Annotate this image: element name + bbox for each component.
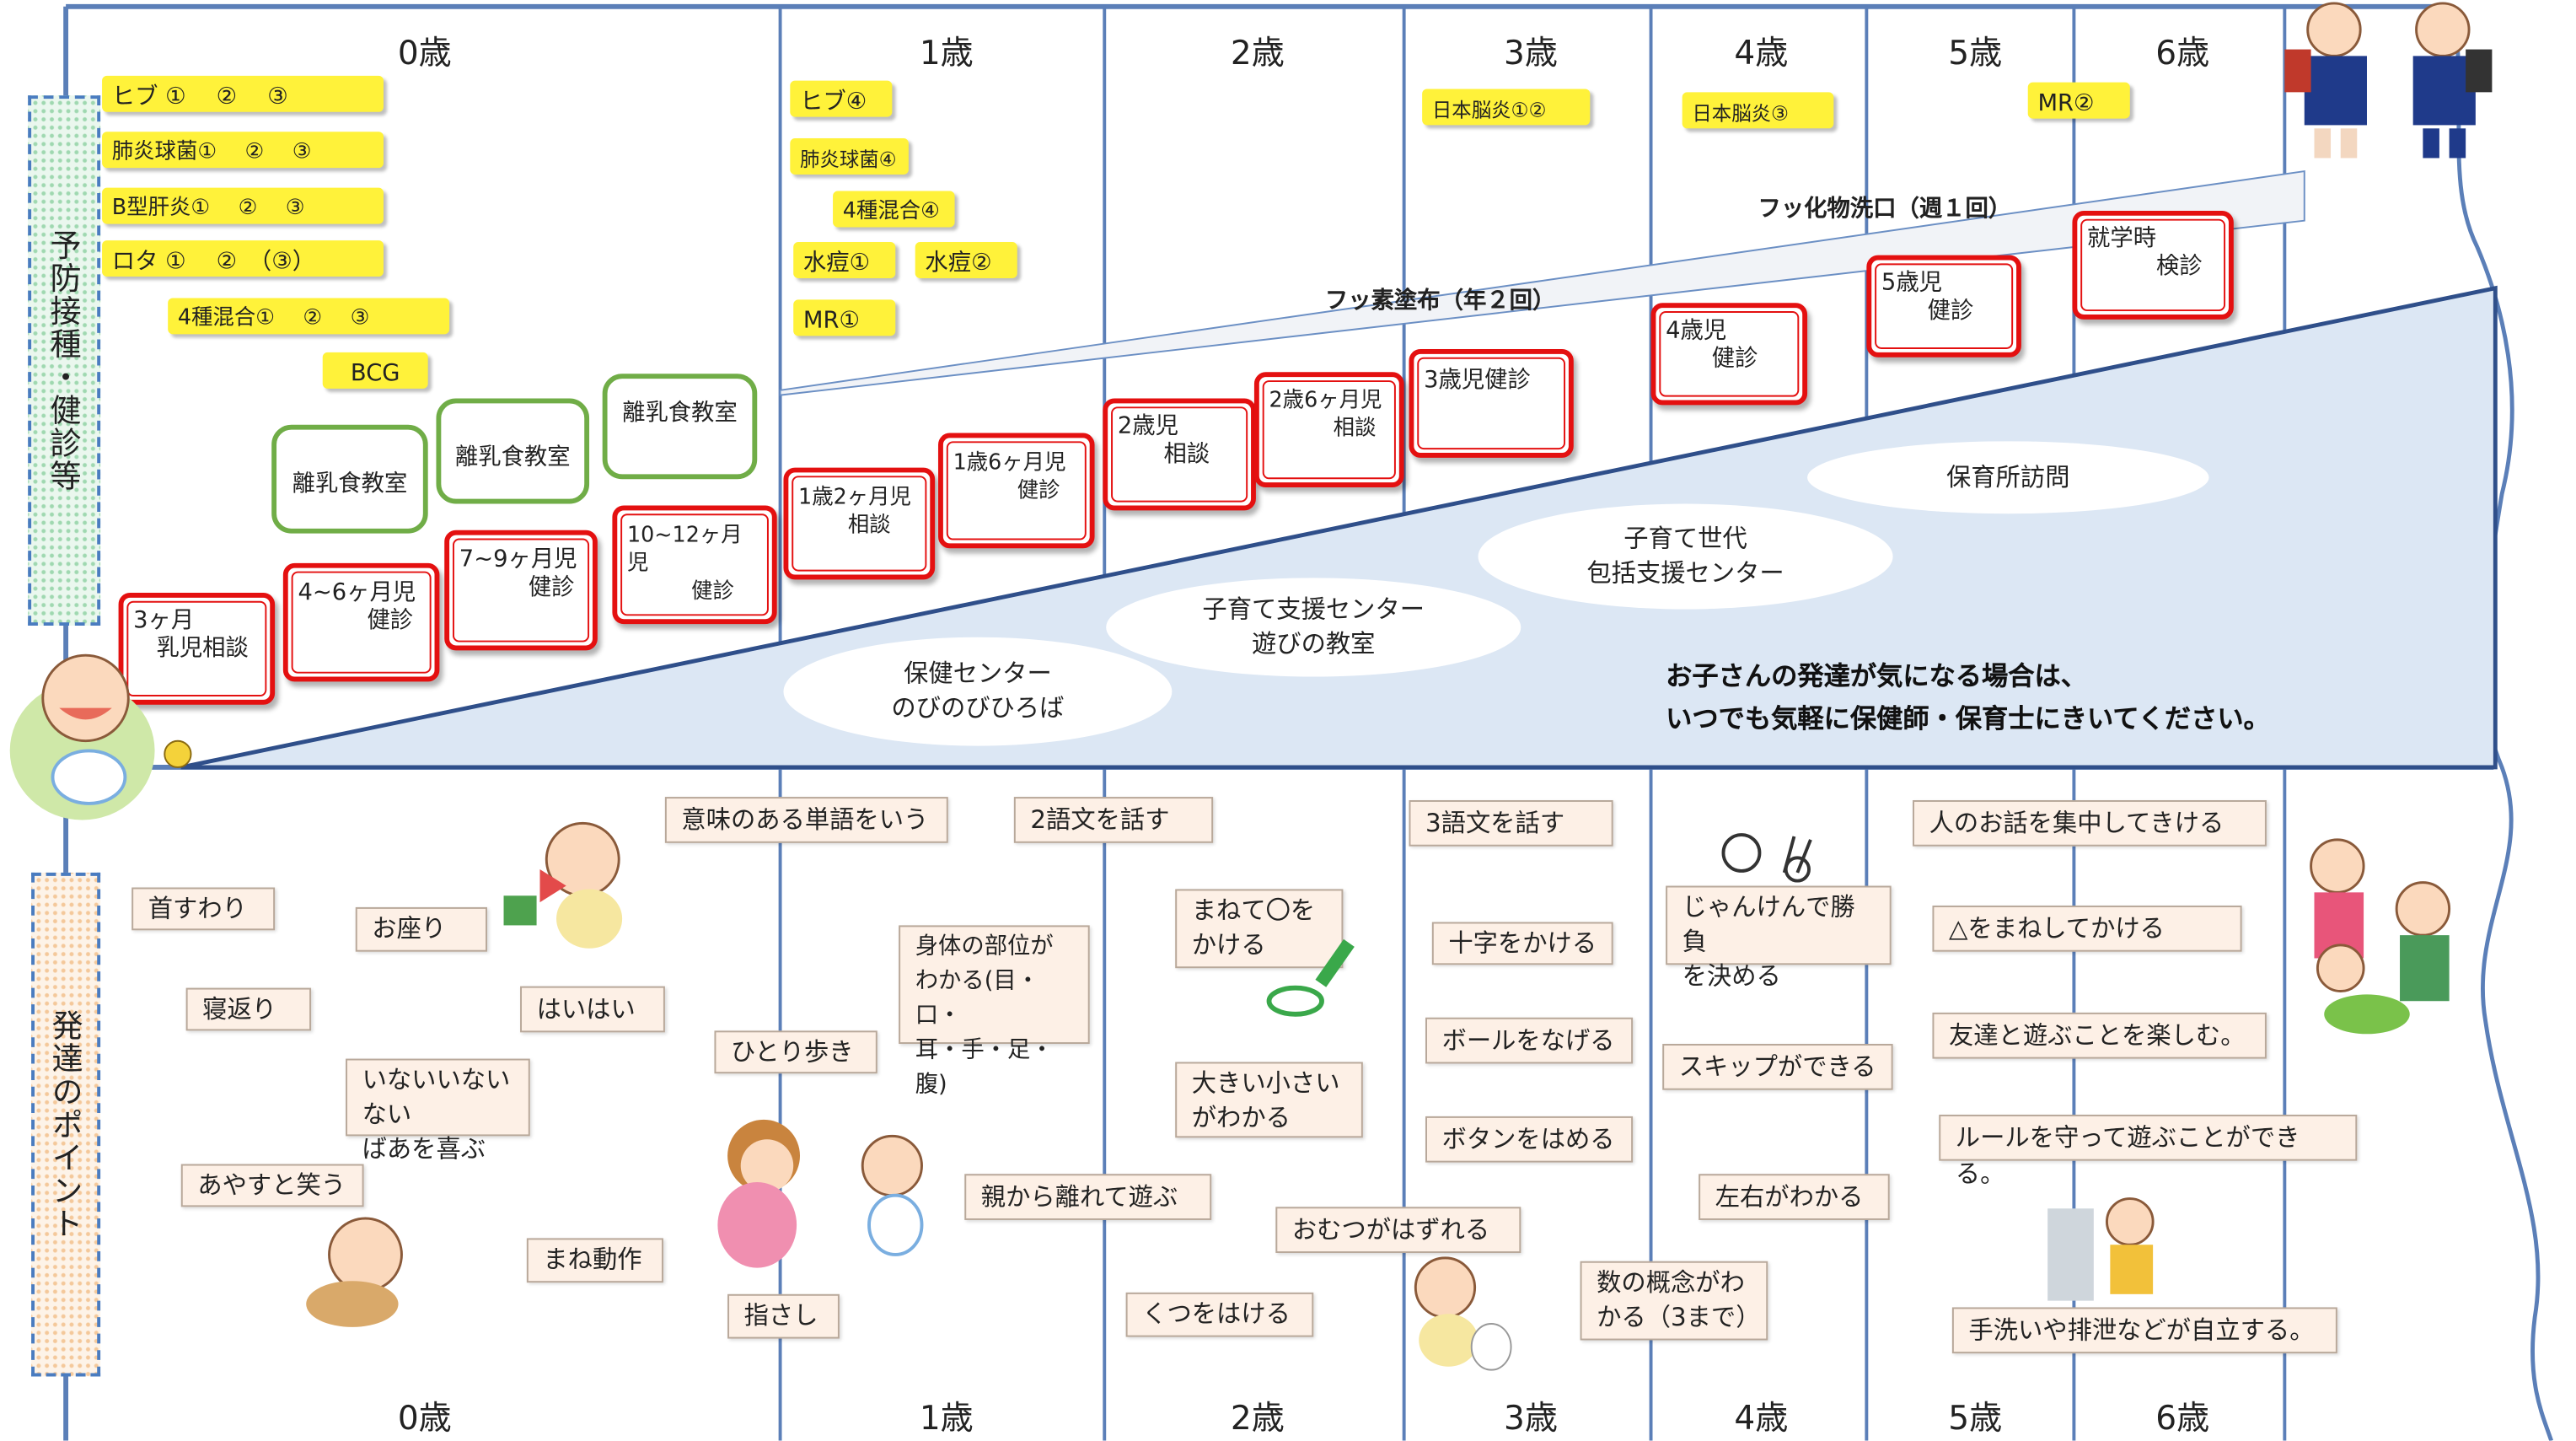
- baby-lying-illustration: [9, 653, 192, 820]
- vaccine-mr-2: MR②: [2027, 82, 2130, 119]
- point-imitation: まね動作: [526, 1238, 663, 1283]
- vaccine-japanese-encephalitis-12: 日本脳炎①②: [1422, 89, 1591, 126]
- point-pointing: 指さし: [727, 1293, 840, 1339]
- point-head-control: 首すわり: [131, 887, 276, 931]
- side-label-vaccination: 予防接種・健診等: [28, 95, 101, 626]
- vaccine-hib-4: ヒブ④: [790, 80, 893, 117]
- age-label-bottom: 2歳: [1230, 1397, 1285, 1438]
- vaccine-pneumococcal-4: 肺炎球菌④: [790, 138, 909, 175]
- point-three-word-sentences: 3語文を話す: [1409, 800, 1613, 847]
- checkup-4-years: 4歳児 健診: [1650, 303, 1808, 406]
- vaccine-varicella-2: 水痘②: [915, 242, 1017, 279]
- point-first-words: 意味のある単語をいう: [664, 797, 948, 843]
- support-nursery-visit: 保育所訪問: [1807, 441, 2209, 514]
- point-draw-cross: 十字をかける: [1431, 922, 1613, 965]
- point-draw-circle: まねて〇を かける: [1175, 889, 1344, 969]
- point-put-on-shoes: くつをはける: [1125, 1292, 1314, 1337]
- point-out-of-diapers: おむつがはずれる: [1275, 1207, 1521, 1254]
- baby-with-blocks-illustration: [503, 821, 623, 949]
- point-number-concept: 数の概念がわ かる（3まで）: [1580, 1261, 1768, 1341]
- crayon-circle-illustration: [1266, 938, 1355, 1017]
- fluoride-coating-label: フッ素塗布（年２回）: [1324, 288, 1556, 315]
- point-social-smile: あやすと笑う: [180, 1164, 364, 1207]
- age-label-top: 2歳: [1230, 33, 1285, 73]
- age-label-top: 1歳: [919, 33, 974, 73]
- point-skipping: スキップができる: [1662, 1044, 1893, 1090]
- point-big-small: 大きい小さい がわかる: [1175, 1062, 1363, 1138]
- checkup-school-entry: 就学時 検診: [2072, 210, 2234, 320]
- weaning-food-class: 離乳食教室: [271, 424, 428, 534]
- age-label-bottom: 0歳: [397, 1397, 452, 1438]
- age-label-bottom: 3歳: [1504, 1397, 1558, 1438]
- point-button-up: ボタンをはめる: [1425, 1116, 1634, 1163]
- age-label-bottom: 4歳: [1734, 1397, 1789, 1438]
- support-childcare-center: 子育て支援センター 遊びの教室: [1106, 578, 1521, 677]
- checkup-2-years: 2歳児 相談: [1103, 398, 1256, 511]
- vaccine-hib: ヒブ ① ② ③: [102, 75, 384, 112]
- point-body-parts: 身体の部位が わかる(目・口・ 耳・手・足・腹): [899, 925, 1090, 1098]
- side-label-development: 発達のポイント: [31, 872, 101, 1377]
- vaccine-rota: ロタ ① ② （③）: [102, 240, 384, 277]
- point-play-apart-from-parents: 親から離れて遊ぶ: [964, 1174, 1212, 1220]
- point-walking: ひとり歩き: [714, 1030, 877, 1074]
- vaccine-mr-1: MR①: [793, 299, 896, 336]
- age-label-bottom: 6歳: [2155, 1397, 2210, 1438]
- vaccine-bcg: BCG: [322, 352, 428, 389]
- checkup-3-months: 3ヶ月 乳児相談: [118, 592, 276, 705]
- support-health-center: 保健センター のびのびひろば: [783, 637, 1173, 746]
- vaccine-japanese-encephalitis-3: 日本脳炎③: [1682, 92, 1834, 129]
- age-label-top: 3歳: [1504, 33, 1558, 73]
- school-children-illustration: [2284, 2, 2493, 159]
- vaccine-pneumococcal: 肺炎球菌① ② ③: [102, 132, 384, 169]
- point-peekaboo: いないいないない ばあを喜ぶ: [346, 1058, 530, 1164]
- age-label-top: 6歳: [2155, 33, 2210, 73]
- child-handwashing-illustration: [2047, 1197, 2155, 1301]
- point-rock-paper-scissors: じゃんけんで勝負 を決める: [1666, 885, 1892, 992]
- age-label-top: 4歳: [1734, 33, 1789, 73]
- point-self-reliant: 手洗いや排泄などが自立する。: [1951, 1307, 2337, 1354]
- checkup-7-9-months: 7~9ヶ月児 健診: [444, 530, 598, 651]
- age-label-top: 0歳: [397, 33, 452, 73]
- point-rolling-over: 寝返り: [185, 987, 312, 1031]
- point-follow-rules: ルールを守って遊ぶことができる。: [1939, 1114, 2358, 1189]
- vaccine-dpt-ipv: 4種混合① ② ③: [168, 298, 450, 335]
- notice-text: お子さんの発達が気になる場合は、 いつでも気軽に保健師・保育士にきいてください。: [1666, 660, 2270, 734]
- point-crawling: はいはい: [520, 986, 665, 1033]
- point-sitting: お座り: [355, 906, 487, 952]
- age-label-top: 5歳: [1948, 33, 2003, 73]
- point-two-word-sentences: 2語文を話す: [1013, 797, 1214, 843]
- age-label-bottom: 5歳: [1948, 1397, 2003, 1438]
- age-label-bottom: 1歳: [919, 1397, 974, 1438]
- baby-laughing-illustration: [306, 1217, 403, 1327]
- children-playing-illustration: [2310, 838, 2451, 1035]
- fluoride-rinse-label: フッ化物洗口（週１回）: [1758, 196, 2012, 223]
- mother-and-baby-illustration: [717, 1119, 924, 1268]
- support-comprehensive-center: 子育て世代 包括支援センター: [1478, 503, 1893, 610]
- checkup-4-6-months: 4~6ヶ月児 健診: [282, 562, 440, 682]
- checkup-3-years: 3歳児健診: [1409, 348, 1574, 458]
- vaccine-varicella-1: 水痘①: [793, 242, 896, 279]
- checkup-1y2m: 1歳2ヶ月児 相談: [783, 467, 936, 580]
- weaning-food-class: 離乳食教室: [436, 398, 590, 504]
- checkup-1y6m: 1歳6ヶ月児 健診: [938, 433, 1095, 549]
- point-throw-ball: ボールをなげる: [1425, 1017, 1634, 1064]
- weaning-food-class: 離乳食教室: [602, 374, 758, 480]
- point-enjoy-friends: 友達と遊ぶことを楽しむ。: [1932, 1012, 2267, 1059]
- point-listen-attentively: 人のお話を集中してきける: [1913, 800, 2267, 847]
- point-draw-triangle: △をまねしてかける: [1932, 905, 2242, 952]
- point-left-right: 左右がわかる: [1699, 1174, 1890, 1220]
- child-on-potty-illustration: [1414, 1256, 1512, 1371]
- checkup-5-years: 5歳児 健診: [1866, 255, 2021, 358]
- vaccine-dpt-ipv-4: 4種混合④: [833, 191, 955, 228]
- rock-paper-scissors-icon: [1721, 833, 1812, 883]
- checkup-2y6m: 2歳6ヶ月児 相談: [1253, 372, 1404, 487]
- vaccine-hepatitis-b: B型肝炎① ② ③: [102, 187, 384, 224]
- checkup-10-12-months: 10~12ヶ月児 健診: [612, 505, 777, 625]
